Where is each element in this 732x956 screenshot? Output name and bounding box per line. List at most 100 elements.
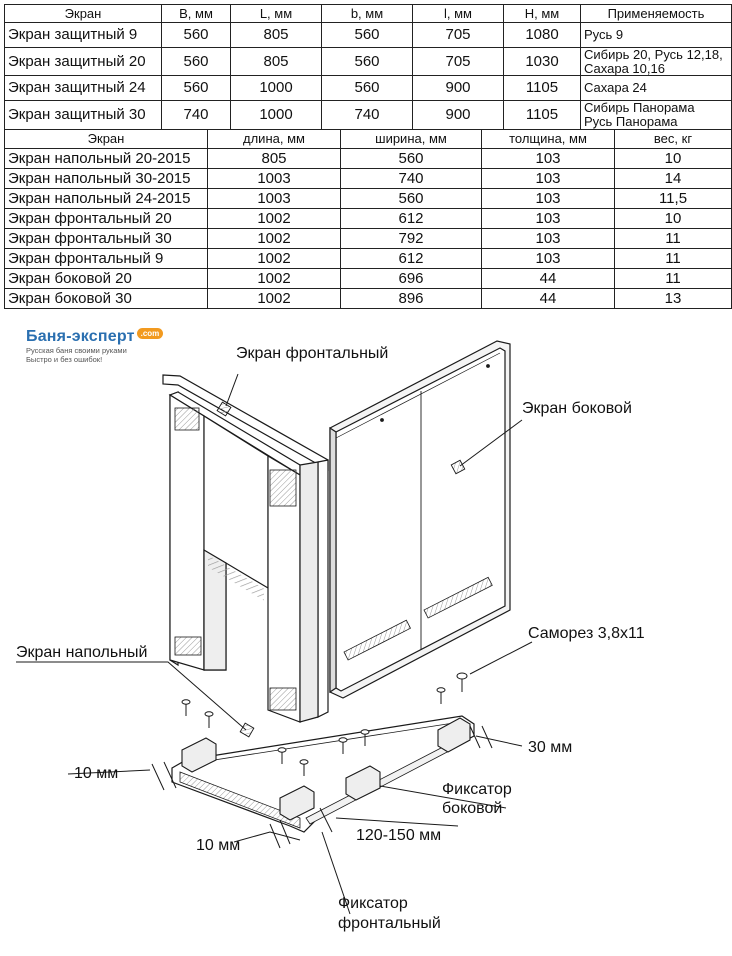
dimensions-table: Экран B, мм L, мм b, мм l, мм H, мм Прим…	[4, 4, 732, 130]
cell-apps: Сахара 24	[580, 75, 732, 102]
weights-table: Экран длина, мм ширина, мм толщина, мм в…	[4, 129, 732, 309]
cell-weight: 11	[614, 248, 732, 269]
cell-width: 612	[340, 248, 482, 269]
label-front-fixator-1: Фиксатор	[338, 895, 408, 912]
cell-width: 696	[340, 268, 482, 289]
table-row: Экран защитный 24 560 1000 560 900 1105 …	[4, 75, 732, 102]
cell-l: 900	[412, 100, 504, 130]
cell-apps: Русь 9	[580, 22, 732, 48]
cell-weight: 13	[614, 288, 732, 309]
cell-name: Экран напольный 30-2015	[4, 168, 208, 189]
cell-L: 1000	[230, 75, 322, 102]
brand-tagline: Быстро и без ошибок!	[26, 355, 103, 365]
cell-B: 560	[161, 46, 231, 77]
side-screen	[329, 340, 511, 699]
cell-weight: 10	[614, 208, 732, 229]
cell-weight: 10	[614, 148, 732, 169]
apps-line: Сахара 10,16	[584, 60, 665, 76]
t2-header: длина, мм	[207, 129, 341, 149]
cell-weight: 11	[614, 268, 732, 289]
t2-header: вес, кг	[614, 129, 732, 149]
cell-l: 705	[412, 22, 504, 48]
t1-header: L, мм	[230, 4, 322, 23]
cell-width: 792	[340, 228, 482, 249]
front-fixator	[279, 785, 315, 821]
label-front-fixator-2: фронтальный	[338, 915, 441, 932]
front-fixator	[181, 737, 217, 773]
cell-length: 1002	[207, 288, 341, 309]
cell-length: 1003	[207, 168, 341, 189]
cell-weight: 11,5	[614, 188, 732, 209]
cell-B: 740	[161, 100, 231, 130]
apps-line: Сибирь 20, Русь 12,18,	[584, 47, 723, 62]
cell-L: 1000	[230, 100, 322, 130]
cell-b: 560	[321, 46, 413, 77]
cell-name: Экран фронтальный 9	[4, 248, 208, 269]
cell-name: Экран боковой 30	[4, 288, 208, 309]
cell-B: 560	[161, 22, 231, 48]
cell-width: 560	[340, 188, 482, 209]
label-dim-10-bottom: 10 мм	[196, 837, 240, 854]
t1-header: H, мм	[503, 4, 581, 23]
cell-H: 1105	[503, 75, 581, 102]
apps-line: Русь Панорама	[584, 113, 678, 129]
cell-b: 560	[321, 75, 413, 102]
label-side-fixator-2: боковой	[442, 800, 502, 817]
label-front-screen: Экран фронтальный	[236, 345, 388, 362]
cell-L: 805	[230, 46, 322, 77]
t2-header: ширина, мм	[340, 129, 482, 149]
cell-name: Экран напольный 20-2015	[4, 148, 208, 169]
side-fixator	[345, 765, 381, 801]
cell-thickness: 44	[481, 288, 615, 309]
cell-b: 740	[321, 100, 413, 130]
cell-thickness: 44	[481, 268, 615, 289]
label-side-screen: Экран боковой	[522, 400, 632, 417]
cell-length: 1003	[207, 188, 341, 209]
cell-b: 560	[321, 22, 413, 48]
cell-length: 1002	[207, 208, 341, 229]
t1-header: l, мм	[412, 4, 504, 23]
label-screw: Саморез 3,8х11	[528, 625, 645, 642]
label-side-fixator-1: Фиксатор	[442, 781, 512, 798]
cell-l: 705	[412, 46, 504, 77]
cell-name: Экран защитный 30	[4, 100, 162, 130]
t1-header: Экран	[4, 4, 162, 23]
cell-weight: 14	[614, 168, 732, 189]
cell-apps: Сибирь 20, Русь 12,18,Сахара 10,16	[580, 46, 732, 77]
brand-logo: Баня-эксперт.com Русская баня своими рук…	[26, 328, 164, 365]
fixators	[181, 717, 471, 821]
cell-thickness: 103	[481, 148, 615, 169]
cell-thickness: 103	[481, 248, 615, 269]
brand-name: Баня-эксперт	[26, 328, 135, 345]
leader-lines	[16, 373, 533, 915]
screws	[181, 672, 468, 776]
cell-H: 1080	[503, 22, 581, 48]
table-row: Экран защитный 20 560 805 560 705 1030 С…	[4, 46, 732, 77]
cell-thickness: 103	[481, 188, 615, 209]
label-floor-screen: Экран напольный	[16, 644, 147, 661]
apps-line: Сибирь Панорама	[584, 100, 695, 116]
cell-L: 805	[230, 22, 322, 48]
cell-B: 560	[161, 75, 231, 102]
cell-name: Экран фронтальный 30	[4, 228, 208, 249]
cell-width: 740	[340, 168, 482, 189]
front-screen	[168, 391, 319, 723]
t2-header: толщина, мм	[481, 129, 615, 149]
cell-weight: 11	[614, 228, 732, 249]
cell-thickness: 103	[481, 168, 615, 189]
cell-width: 896	[340, 288, 482, 309]
cell-length: 1002	[207, 248, 341, 269]
cell-length: 1002	[207, 228, 341, 249]
cell-name: Экран боковой 20	[4, 268, 208, 289]
cell-l: 900	[412, 75, 504, 102]
cell-length: 805	[207, 148, 341, 169]
